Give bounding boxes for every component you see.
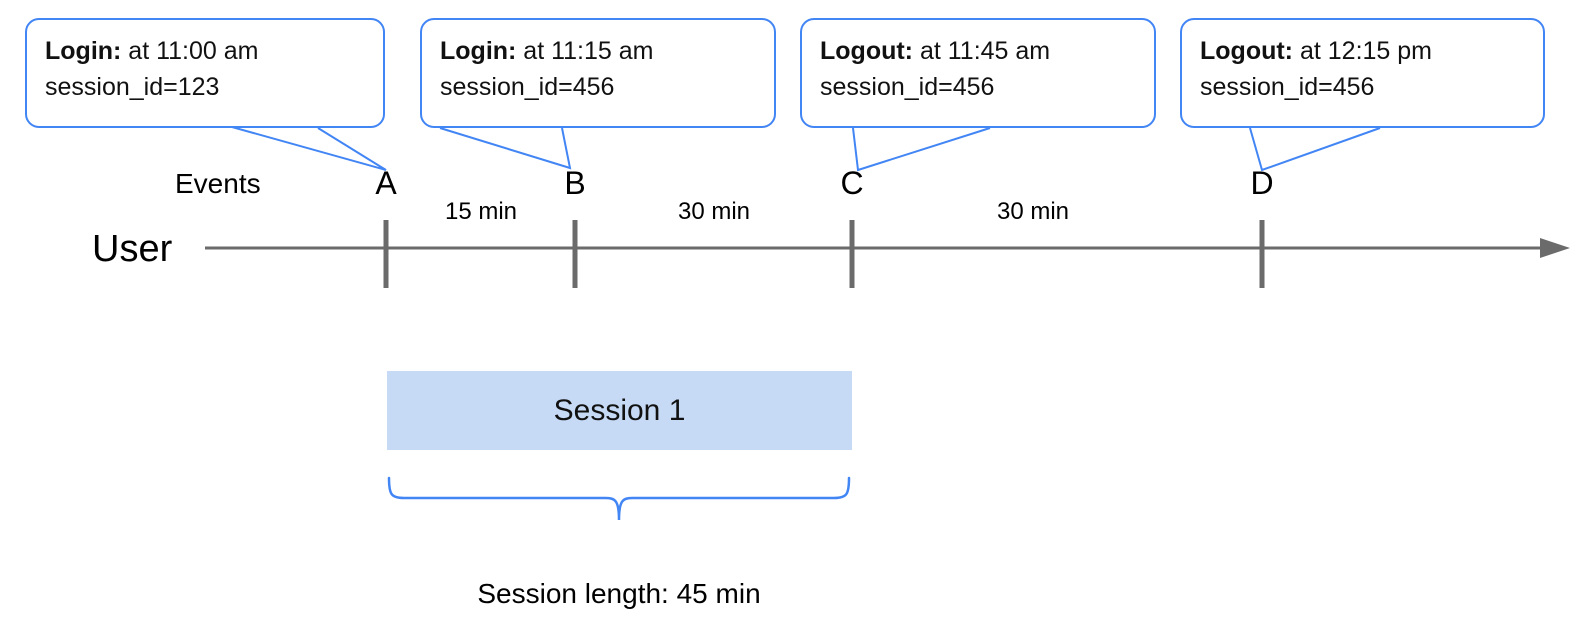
- callout-session-label: session_id=456: [440, 72, 615, 101]
- gap-label-a-b: 15 min: [444, 198, 518, 225]
- callout-event-label: Login:: [440, 37, 517, 65]
- callout-session-label: session_id=123: [45, 72, 220, 101]
- callout-bubble-c[interactable]: Logout: at 11:45 am session_id=456: [800, 18, 1156, 128]
- gap-label-b-c: 30 min: [677, 198, 751, 225]
- callout-time-label: at 11:15 am: [516, 37, 654, 65]
- tick-letter-a: A: [375, 165, 397, 201]
- callout-session-label: session_id=456: [820, 72, 995, 101]
- callout-tail-b: [439, 127, 572, 170]
- events-row-label: Events: [175, 168, 261, 199]
- callout-event-label: Login:: [45, 37, 122, 65]
- callout-time-label: at 12:15 pm: [1293, 37, 1432, 65]
- callout-line-primary: Login: at 11:00 am: [45, 34, 365, 70]
- user-row-label: User: [92, 228, 173, 270]
- callout-line-primary: Logout: at 12:15 pm: [1200, 34, 1525, 70]
- callout-bubble-d[interactable]: Logout: at 12:15 pm session_id=456: [1180, 18, 1545, 128]
- callout-tail-d: [1249, 127, 1381, 172]
- callout-line-primary: Login: at 11:15 am: [440, 34, 756, 70]
- session-bar[interactable]: Session 1: [387, 371, 852, 450]
- tick-letter-c: C: [840, 165, 864, 201]
- callout-session-label: session_id=456: [1200, 72, 1375, 101]
- tick-letter-d: D: [1250, 165, 1274, 201]
- callout-time-label: at 11:45 am: [913, 37, 1051, 65]
- timeline-arrow-head: [1540, 238, 1570, 258]
- session-length-label: Session length: 45 min: [477, 578, 761, 609]
- session-brace: [387, 476, 851, 521]
- tick-letter-b: B: [564, 165, 586, 201]
- callout-bubble-a[interactable]: Login: at 11:00 am session_id=123: [25, 18, 385, 128]
- callout-line-primary: Logout: at 11:45 am: [820, 34, 1136, 70]
- callout-tail-c: [852, 127, 991, 172]
- callout-event-label: Logout:: [820, 37, 914, 65]
- gap-label-c-d: 30 min: [996, 198, 1070, 225]
- callout-event-label: Logout:: [1200, 37, 1294, 65]
- callout-bubble-b[interactable]: Login: at 11:15 am session_id=456: [420, 18, 776, 128]
- callout-tail-a: [231, 126, 387, 171]
- callout-time-label: at 11:00 am: [121, 37, 259, 65]
- session-bar-label: Session 1: [553, 393, 686, 427]
